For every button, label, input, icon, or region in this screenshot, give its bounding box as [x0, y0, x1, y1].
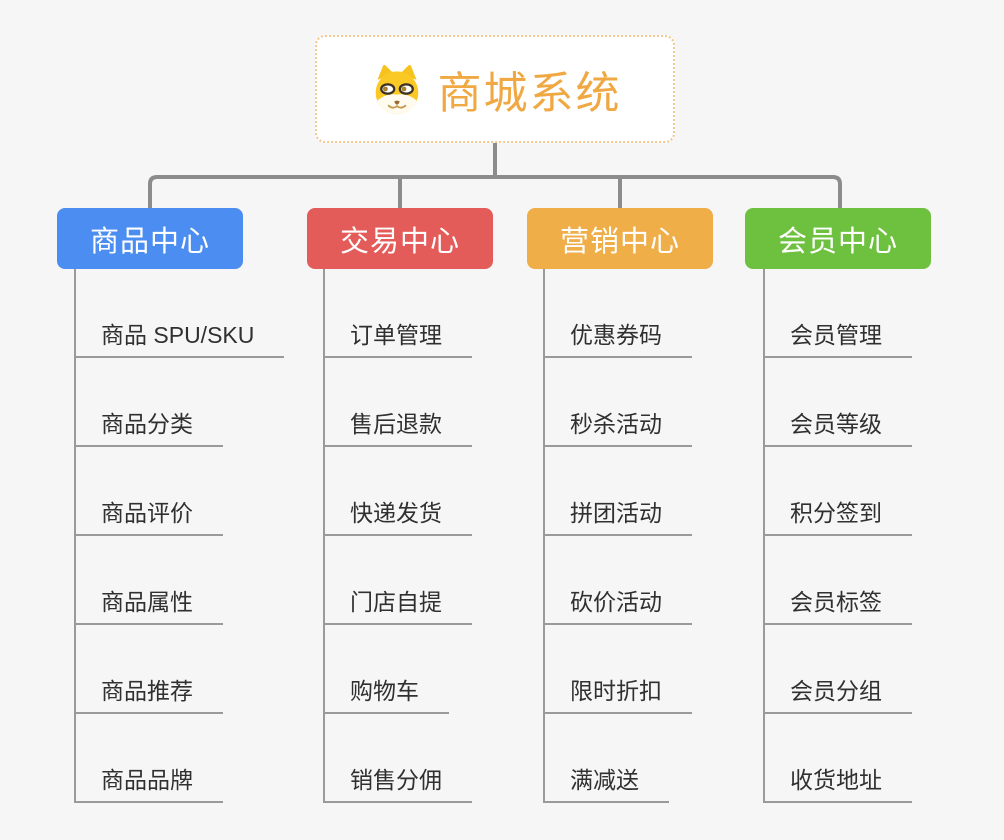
branch-box-marketing-center[interactable]: 营销中心 [527, 208, 713, 269]
child-topic[interactable]: 会员等级 [763, 409, 912, 447]
branch-box-product-center[interactable]: 商品中心 [57, 208, 243, 269]
branch-box-trade-center[interactable]: 交易中心 [307, 208, 493, 269]
branch-label: 营销中心 [559, 225, 680, 258]
child-topic[interactable]: 满减送 [543, 765, 669, 803]
dog-icon [375, 64, 418, 115]
child-topic[interactable]: 会员标签 [763, 587, 912, 625]
bracket-line [148, 175, 842, 210]
child-topic[interactable]: 门店自提 [323, 587, 472, 625]
child-topic[interactable]: 商品推荐 [74, 676, 223, 714]
branch-connector-line [323, 269, 325, 803]
branch-label: 会员中心 [777, 225, 898, 258]
child-topic[interactable]: 订单管理 [323, 320, 472, 358]
root-title: 商城系统 [437, 69, 622, 118]
branch-label: 交易中心 [339, 225, 460, 258]
child-topic[interactable]: 购物车 [323, 676, 449, 714]
child-topic[interactable]: 收货地址 [763, 765, 912, 803]
child-topic[interactable]: 砍价活动 [543, 587, 692, 625]
child-topic[interactable]: 秒杀活动 [543, 409, 692, 447]
child-topic[interactable]: 会员管理 [763, 320, 912, 358]
child-topic[interactable]: 商品评价 [74, 498, 223, 536]
child-topic[interactable]: 商品品牌 [74, 765, 223, 803]
child-topic[interactable]: 商品属性 [74, 587, 223, 625]
child-topic[interactable]: 商品分类 [74, 409, 223, 447]
branch-connector-line [543, 269, 545, 803]
branch-connector-line [74, 269, 76, 803]
child-topic[interactable]: 会员分组 [763, 676, 912, 714]
branch-connector-line [763, 269, 765, 803]
child-topic[interactable]: 商品 SPU/SKU [74, 320, 285, 358]
root-node[interactable]: 商城系统 [315, 35, 675, 143]
child-topic[interactable]: 积分签到 [763, 498, 912, 536]
child-topic[interactable]: 优惠券码 [543, 320, 692, 358]
child-topic[interactable]: 快递发货 [323, 498, 472, 536]
branch-label: 商品中心 [89, 225, 210, 258]
child-topic[interactable]: 拼团活动 [543, 498, 692, 536]
child-topic[interactable]: 售后退款 [323, 409, 472, 447]
branch-box-member-center[interactable]: 会员中心 [745, 208, 931, 269]
child-topic[interactable]: 限时折扣 [543, 676, 692, 714]
child-topic[interactable]: 销售分佣 [323, 765, 472, 803]
